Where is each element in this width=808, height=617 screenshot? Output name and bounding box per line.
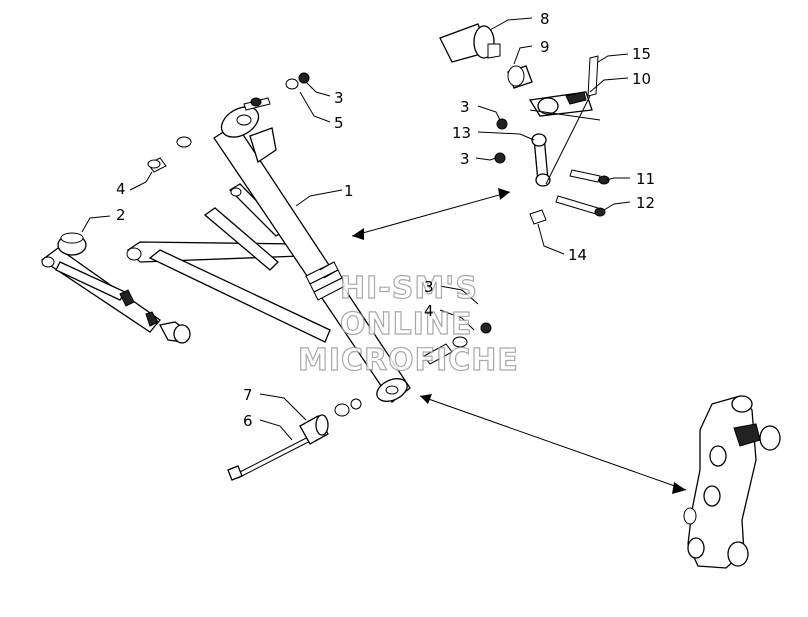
label-part-7: 7	[243, 386, 253, 404]
ball-joint-assembly	[40, 232, 191, 344]
label-part-13: 13	[452, 124, 471, 142]
label-part-12: 12	[636, 194, 655, 212]
bolt-12	[555, 195, 606, 217]
label-part-3-lower: 3	[424, 278, 434, 296]
shock-absorber	[213, 106, 411, 403]
watermark-line3: MICROFICHE	[298, 343, 519, 378]
a-arm	[126, 183, 331, 343]
link-13	[531, 133, 551, 187]
spindle	[683, 395, 781, 569]
bushing-7	[299, 414, 329, 445]
bolt-upper	[243, 72, 310, 111]
label-part-15: 15	[632, 45, 651, 63]
lower-washers	[334, 398, 362, 417]
label-part-3-right-upper: 3	[460, 98, 470, 116]
label-part-4-upper: 4	[116, 180, 126, 198]
part-labels: 1 2 4 3 5 7 6 3 4 8 9 15 10 3 13 3 11 12…	[116, 10, 655, 430]
pin-15	[587, 55, 599, 97]
label-part-9: 9	[540, 38, 550, 56]
label-part-8: 8	[540, 10, 550, 28]
label-part-6: 6	[243, 412, 253, 430]
nuts-right	[494, 118, 508, 164]
label-part-10: 10	[632, 70, 651, 88]
label-part-5: 5	[334, 114, 344, 132]
label-part-1: 1	[344, 182, 354, 200]
reference-arrows	[351, 188, 687, 494]
watermark: HI-SM'S ONLINE MICROFICHE	[297, 270, 519, 378]
lower-bushing-4	[423, 322, 492, 365]
leader-lines	[81, 17, 631, 441]
lower-bolt-6	[227, 431, 321, 481]
sway-bar-end-8	[439, 23, 501, 63]
label-part-3-upper-left: 3	[334, 89, 344, 107]
cap-14	[529, 209, 547, 225]
label-part-14: 14	[568, 246, 587, 264]
bushing-9	[507, 65, 533, 89]
sway-bar-arm-10	[528, 91, 601, 121]
bushing-4-upper	[147, 157, 167, 173]
label-part-2: 2	[116, 206, 126, 224]
watermark-line1: HI-SM'S	[340, 271, 478, 306]
bolt-11	[569, 169, 610, 185]
watermark-line2: ONLINE	[340, 307, 473, 342]
label-part-11: 11	[636, 170, 655, 188]
label-part-4-lower: 4	[424, 302, 434, 320]
washer-upper	[176, 136, 192, 148]
label-part-3-right-lower: 3	[460, 150, 470, 168]
